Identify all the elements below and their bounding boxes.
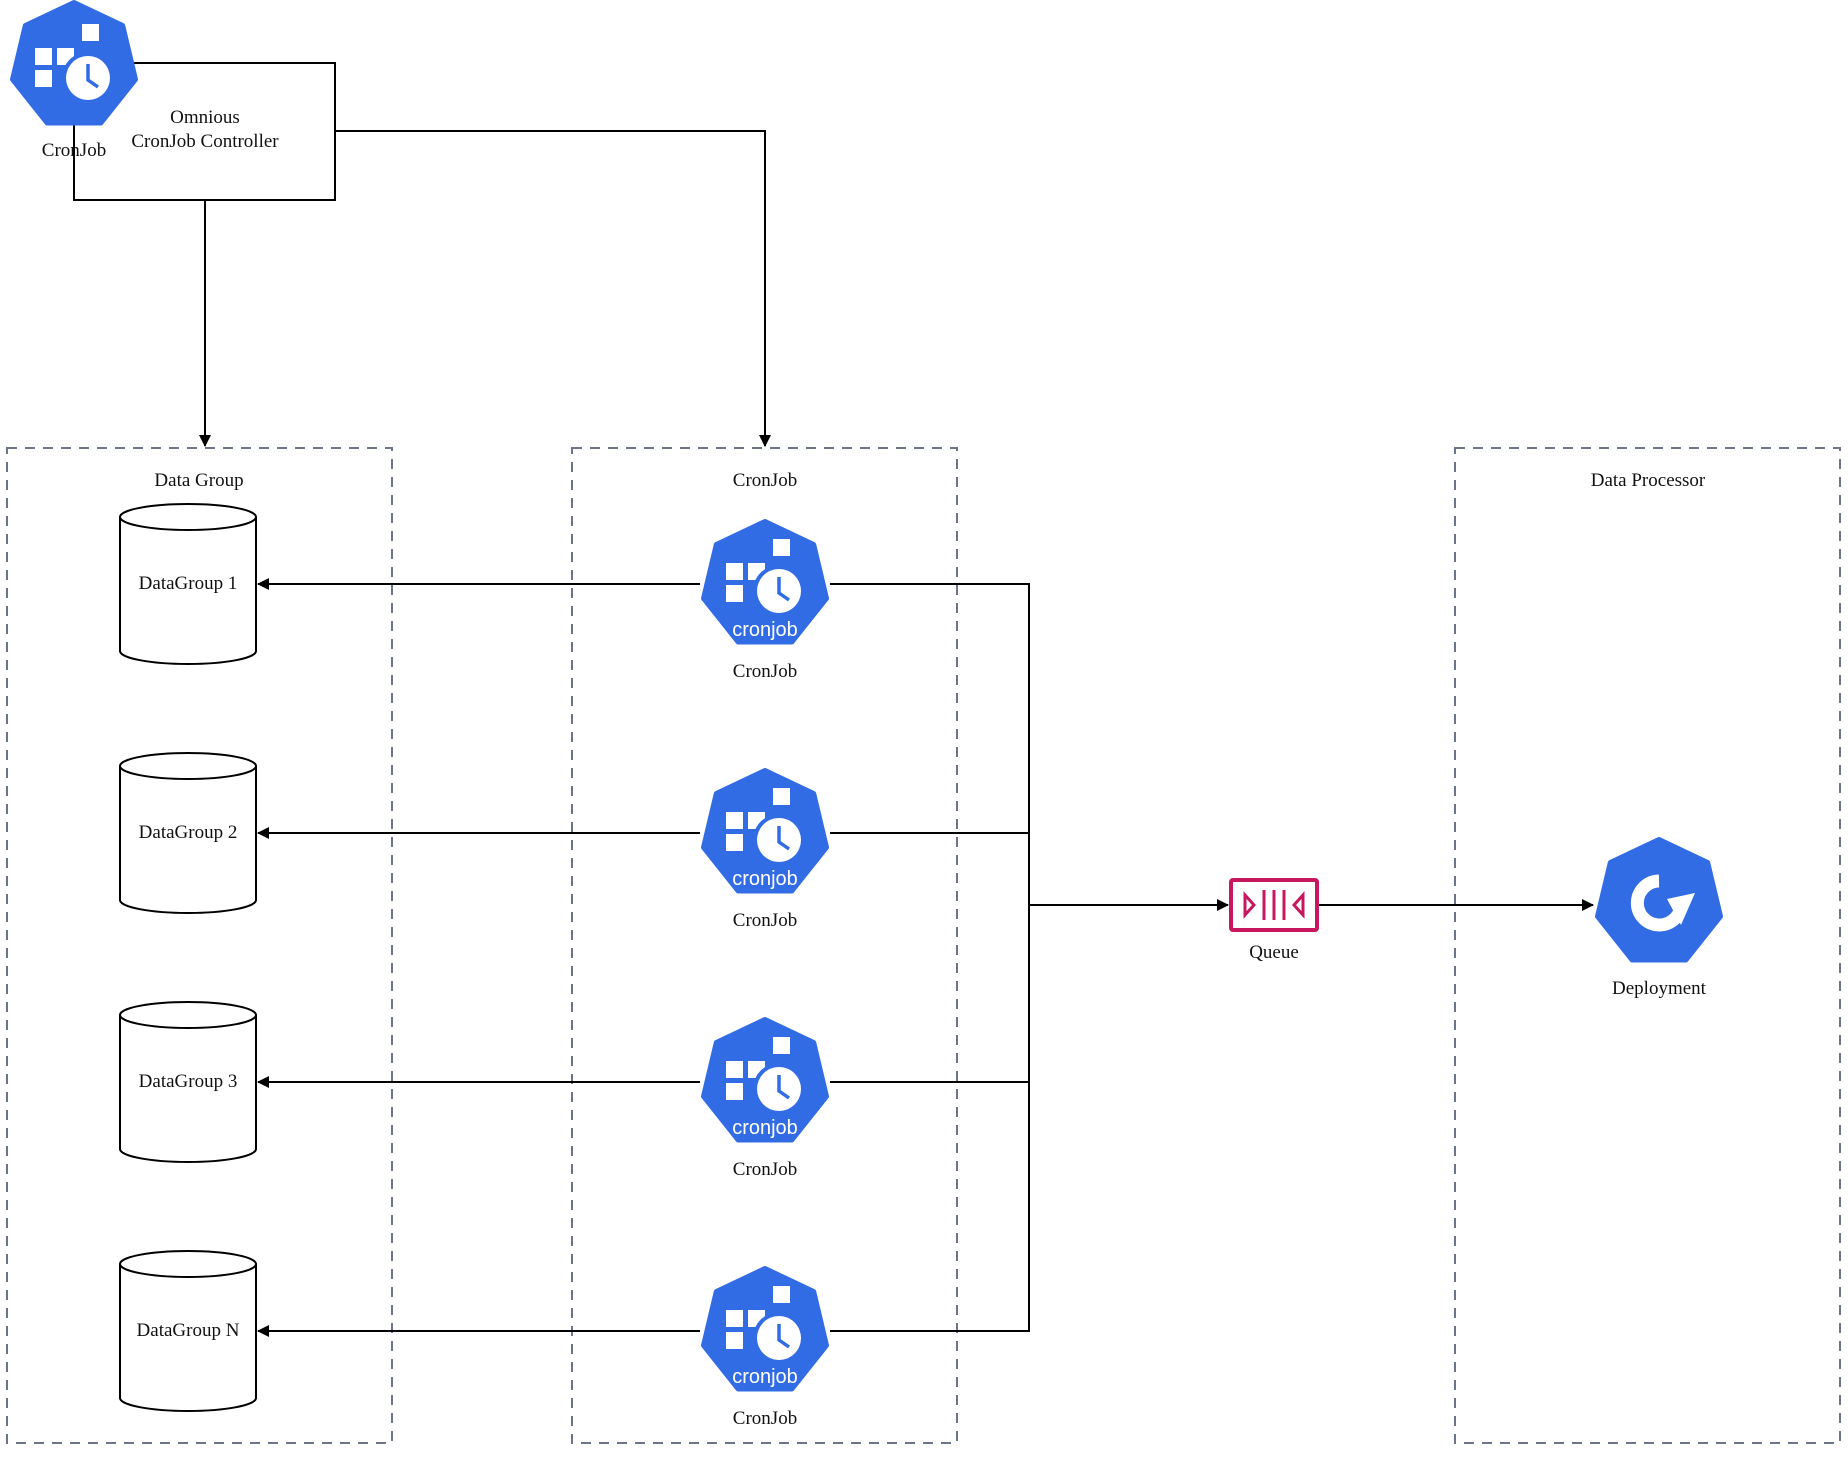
datagroup-label: DataGroup N bbox=[136, 1320, 240, 1341]
cronjob-group-title: CronJob bbox=[732, 470, 798, 491]
deployment-label: Deployment bbox=[1612, 978, 1706, 999]
datagroup-cylinder[interactable] bbox=[119, 503, 257, 665]
cronjob-label: CronJob bbox=[732, 1159, 798, 1180]
queue-icon[interactable] bbox=[1229, 878, 1319, 932]
edge-controller-to-cronjobs bbox=[335, 130, 771, 447]
datagroup-label: DataGroup 2 bbox=[138, 822, 238, 843]
controller-icon-label: CronJob bbox=[41, 140, 107, 161]
data-group-title: Data Group bbox=[154, 470, 244, 491]
datagroup-cylinder[interactable] bbox=[119, 1001, 257, 1163]
datagroup-label: DataGroup 3 bbox=[138, 1071, 238, 1092]
queue-label: Queue bbox=[1249, 942, 1299, 963]
cronjob-label: CronJob bbox=[732, 910, 798, 931]
cronjob-badge-text: cronjob bbox=[732, 1117, 798, 1139]
datagroup-label: DataGroup 1 bbox=[138, 573, 238, 594]
controller-box-line2: CronJob Controller bbox=[131, 131, 279, 152]
datagroup-cylinder[interactable] bbox=[119, 752, 257, 914]
cronjob-icon[interactable] bbox=[704, 522, 827, 642]
cronjob-label: CronJob bbox=[732, 661, 798, 682]
cronjob-icon[interactable] bbox=[704, 1020, 827, 1140]
processor-group-container bbox=[1454, 447, 1841, 1444]
controller-cronjob-icon[interactable] bbox=[13, 3, 136, 123]
cronjob-badge-text: cronjob bbox=[732, 619, 798, 641]
data-group-container bbox=[6, 447, 393, 1444]
cronjob-icon[interactable] bbox=[704, 771, 827, 891]
cronjob-badge-text: cronjob bbox=[732, 1366, 798, 1388]
cronjob-icon[interactable] bbox=[704, 1269, 827, 1389]
cronjob-group-container bbox=[571, 447, 958, 1444]
cronjob-label: CronJob bbox=[732, 1408, 798, 1429]
processor-group-title: Data Processor bbox=[1590, 470, 1706, 491]
deployment-icon[interactable] bbox=[1598, 840, 1721, 960]
cronjob-badge-text: cronjob bbox=[732, 868, 798, 890]
controller-box-line1: Omnious bbox=[170, 107, 240, 128]
datagroup-cylinder[interactable] bbox=[119, 1250, 257, 1412]
